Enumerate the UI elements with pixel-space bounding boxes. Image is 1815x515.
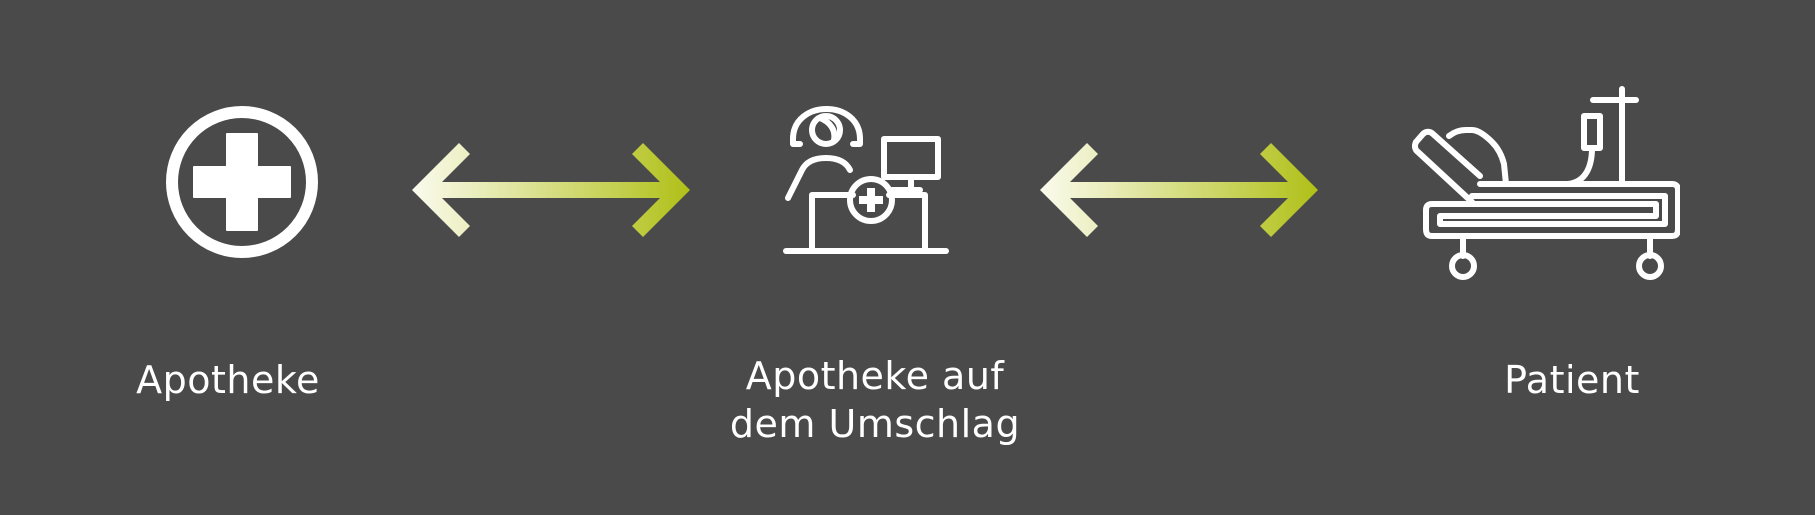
bidirectional-arrow-left [412, 143, 690, 237]
hospital-bed-icon [1411, 86, 1680, 280]
node-label-patient: Patient [1504, 358, 1640, 402]
node-label-apotheke: Apotheke [136, 358, 320, 402]
node-label-line-2: dem Umschlag [729, 402, 1021, 446]
node-label-line-1: Apotheke auf [745, 354, 1005, 398]
node-label-apotheke-auf-dem-umschlag: Apotheke auf dem Umschlag [715, 352, 1035, 448]
pharmacist-at-counter-icon [783, 106, 949, 254]
bidirectional-arrow-right [1040, 143, 1318, 237]
pharmacy-cross-icon [166, 106, 318, 258]
